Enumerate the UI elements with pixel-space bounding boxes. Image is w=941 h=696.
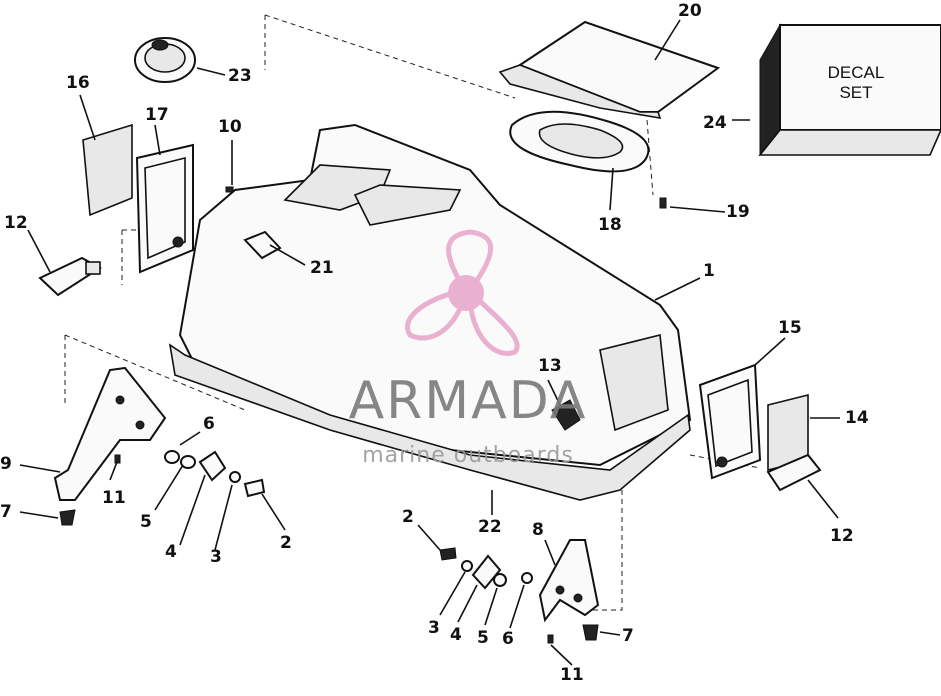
callout-14: 14 [845,408,869,428]
callout-labels: 1 2 2 3 3 4 4 5 5 6 6 7 7 8 9 10 11 11 1… [0,1,869,685]
knob-7-left-part [59,509,76,526]
callout-16: 16 [66,73,90,93]
callout-3-right: 3 [428,618,440,638]
callout-6-left: 6 [203,414,215,434]
latch-13-part [551,399,581,431]
callout-22: 22 [478,517,502,537]
hinge-bracket-9-part [53,366,167,501]
pin-11-left-part [114,454,121,464]
callout-20: 20 [678,1,702,21]
leader-lines [19,19,840,666]
callout-5-right: 5 [477,628,489,648]
seal-frame-part [509,110,650,173]
callout-3-left: 3 [210,547,222,567]
decal-set-line1: DECAL [828,63,885,82]
watermark-propeller-icon [405,229,520,356]
callout-2-left: 2 [280,533,292,553]
callout-9: 9 [0,454,12,474]
watermark-subtitle: marine outboards [362,443,574,468]
screw-19-part [659,197,667,209]
callout-7-right: 7 [622,626,634,646]
bracket-12-right-part [766,453,822,492]
callout-7-left: 7 [0,502,12,522]
hinge-hardware-right [439,547,533,590]
callout-19: 19 [726,202,750,222]
lower-seal-band-part [168,343,691,501]
pin-10-part [225,186,234,193]
callout-11-left: 11 [102,488,126,508]
callout-18: 18 [598,215,622,235]
callout-4-left: 4 [165,542,177,562]
callout-12-right: 12 [830,526,854,546]
knob-7-right-part [582,624,599,641]
cover-lid-part [498,20,721,120]
callout-23: 23 [228,66,252,86]
callout-15: 15 [778,318,802,338]
assembly-guide-lines [64,14,761,611]
callout-11-right: 11 [560,665,584,685]
hinge-hardware-left [164,450,266,498]
decal-set-box: DECAL SET [758,23,941,157]
callout-2-right: 2 [402,507,414,527]
callout-8: 8 [532,520,544,540]
watermark: ARMADA marine outboards [349,229,588,468]
callout-24: 24 [703,113,727,133]
callout-4-right: 4 [450,625,462,645]
callout-10: 10 [218,117,242,137]
watermark-title: ARMADA [349,371,588,431]
callout-12-left: 12 [4,213,28,233]
callout-13: 13 [538,356,562,376]
gasket-16-part [82,123,133,217]
grommet-coil-part [134,37,196,83]
callout-21: 21 [310,258,334,278]
callout-5-left: 5 [140,512,152,532]
bracket-12-left-part [38,256,102,297]
side-plate-17-part [135,143,194,274]
decal-set-line2: SET [839,83,872,102]
hinge-bracket-8-part [538,539,600,623]
pin-11-right-part [547,634,554,644]
callout-1: 1 [703,261,715,281]
side-plate-15-part [698,363,762,480]
callout-6-right: 6 [502,629,514,649]
callout-17: 17 [145,105,169,125]
